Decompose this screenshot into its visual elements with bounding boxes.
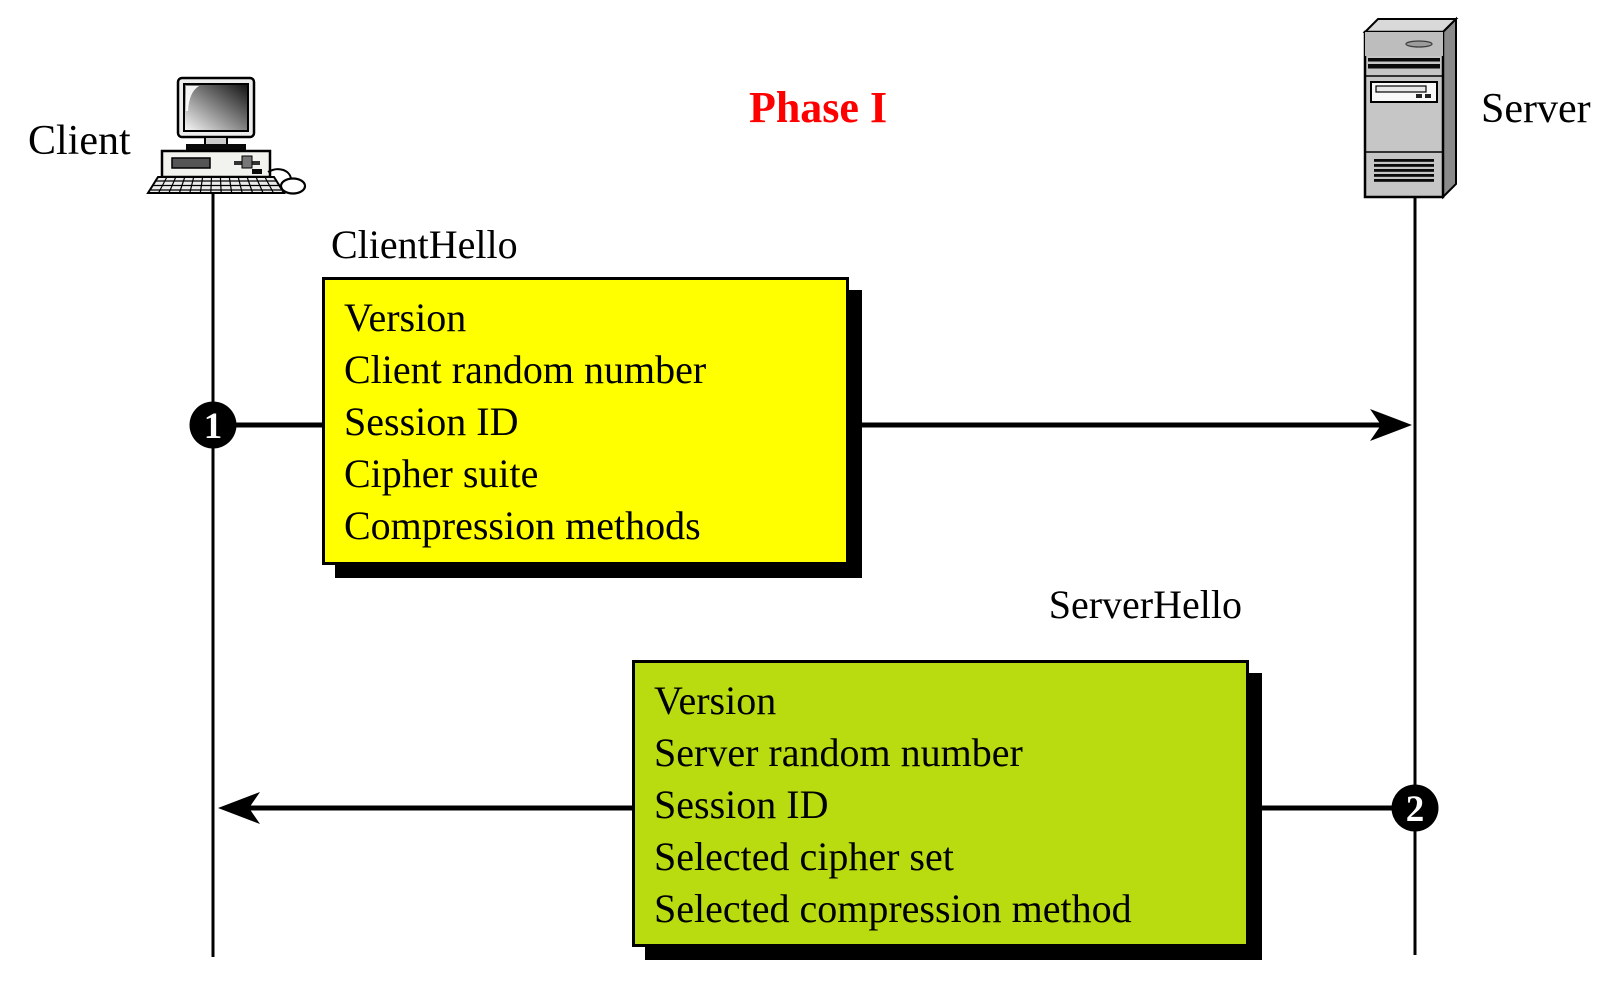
server-hello-field-random: Server random number bbox=[654, 730, 1023, 775]
step-number-1: 1 bbox=[204, 406, 223, 447]
client-hello-title: ClientHello bbox=[331, 222, 518, 267]
arrowhead-right-icon bbox=[1370, 409, 1412, 441]
step-badge-1: 1 bbox=[189, 401, 237, 449]
client-hello-field-random: Client random number bbox=[344, 347, 707, 392]
server-hello-field-cipher-set: Selected cipher set bbox=[654, 834, 954, 879]
step-badge-2: 2 bbox=[1391, 784, 1439, 832]
client-actor-label: Client bbox=[28, 118, 131, 164]
phase-title: Phase I bbox=[748, 83, 888, 132]
desktop-computer-icon bbox=[146, 76, 307, 195]
client-hello-field-compression: Compression methods bbox=[344, 503, 701, 548]
server-tower-icon bbox=[1362, 16, 1459, 200]
server-hello-field-session-id: Session ID bbox=[654, 782, 829, 827]
server-hello-title: ServerHello bbox=[1048, 582, 1242, 627]
step-number-2: 2 bbox=[1406, 789, 1425, 830]
server-hello-box: Version Server random number Session ID … bbox=[632, 660, 1249, 947]
arrowhead-left-icon bbox=[218, 792, 260, 824]
server-actor-label: Server bbox=[1481, 86, 1591, 132]
client-hello-field-cipher-suite: Cipher suite bbox=[344, 451, 539, 496]
server-hello-field-compression: Selected compression method bbox=[654, 886, 1132, 931]
client-hello-field-version: Version bbox=[344, 295, 467, 340]
client-hello-box: Version Client random number Session ID … bbox=[322, 277, 849, 565]
client-hello-field-session-id: Session ID bbox=[344, 399, 519, 444]
server-hello-field-version: Version bbox=[654, 678, 777, 723]
